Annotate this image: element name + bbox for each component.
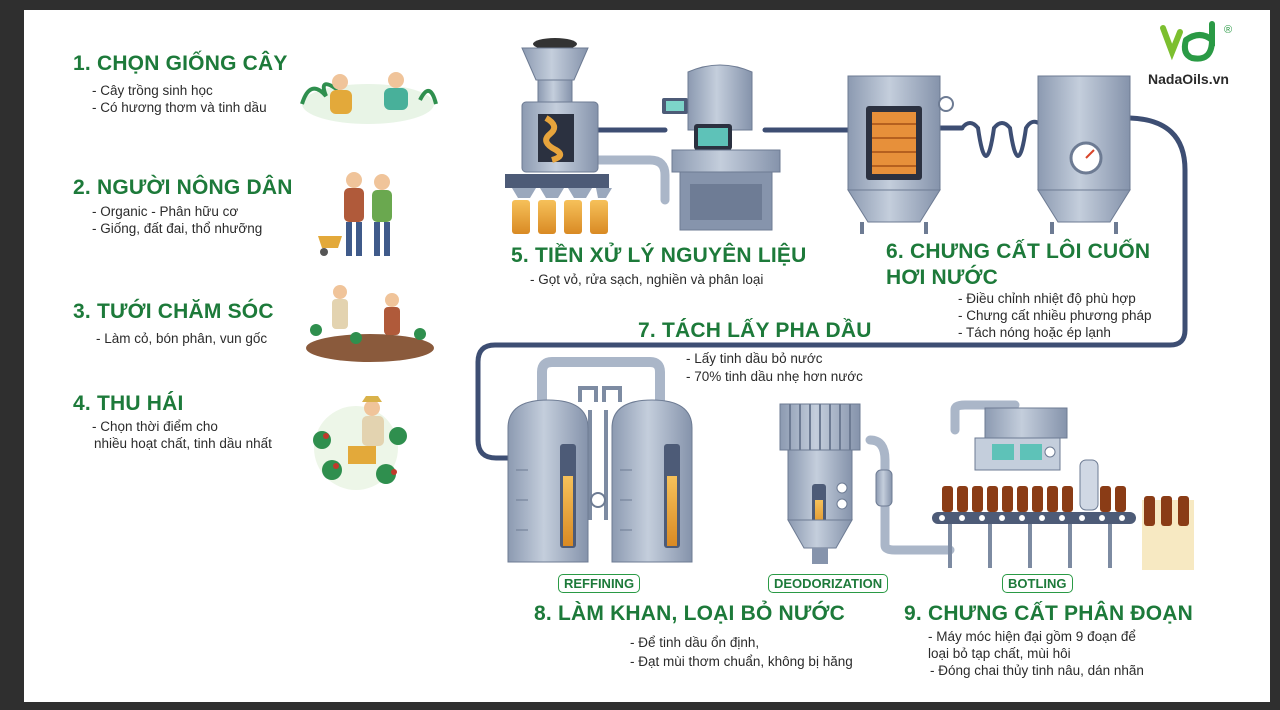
steam-distiller <box>847 75 1131 234</box>
step8-line2: - Đạt mùi thơm chuẩn, không bị hăng <box>630 654 853 669</box>
bottling-line <box>932 407 1194 570</box>
step3-title: 3. TƯỚI CHĂM SÓC <box>73 300 274 323</box>
step4-title: 4. THU HÁI <box>73 392 184 415</box>
brand-registered-mark: ® <box>1224 24 1233 36</box>
step5-title: 5. TIỀN XỬ LÝ NGUYÊN LIỆU <box>511 244 807 267</box>
step7-title: 7. TÁCH LẤY PHA DẦU <box>638 319 872 342</box>
step9-title: 9. CHƯNG CẤT PHÂN ĐOẠN <box>904 602 1193 625</box>
step2-line1: - Organic - Phân hữu cơ <box>92 204 239 219</box>
preprocessing-machine <box>505 38 612 234</box>
nada-logo-icon <box>1160 21 1215 62</box>
refining-label: REFFINING <box>558 574 641 593</box>
step7-line1: - Lấy tinh dầu bỏ nước <box>686 351 823 366</box>
brand-name: NadaOils.vn <box>1148 71 1229 87</box>
step8-title: 8. LÀM KHAN, LOẠI BỎ NƯỚC <box>534 602 845 625</box>
extraction-machine <box>662 64 781 231</box>
step6-line1: - Điều chỉnh nhiệt độ phù hợp <box>958 291 1136 306</box>
step6-title-line2: HƠI NƯỚC <box>886 266 999 289</box>
farmers-illustration <box>318 172 392 256</box>
caring-illustration <box>306 285 434 362</box>
refining-tanks <box>507 357 693 563</box>
step6-line2: - Chưng cất nhiều phương pháp <box>958 308 1152 323</box>
step4-line1: - Chọn thời điểm cho <box>92 419 218 434</box>
step4-line2: nhiều hoạt chất, tinh dầu nhất <box>94 436 272 451</box>
step9-line1: - Máy móc hiện đại gồm 9 đoạn để <box>928 629 1136 644</box>
bottling-label: BOTLING <box>1002 574 1073 593</box>
step5-line1: - Gọt vỏ, rửa sạch, nghiền và phân loại <box>530 272 764 287</box>
pipe-segments <box>593 155 1020 555</box>
step2-line2: - Giống, đất đai, thổ nhưỡng <box>92 221 263 236</box>
step2-title: 2. NGƯỜI NÔNG DÂN <box>73 176 293 199</box>
main-pipe <box>475 115 1188 461</box>
step7-line2: - 70% tinh dầu nhẹ hơn nước <box>686 369 863 384</box>
plant-selection-illustration <box>300 72 438 124</box>
step9-line2: loại bỏ tạp chất, mùi hôi <box>928 646 1071 661</box>
step1-line1: - Cây trồng sinh học <box>92 83 213 98</box>
harvest-illustration <box>313 396 407 490</box>
step1-title: 1. CHỌN GIỐNG CÂY <box>73 52 288 75</box>
deodorization-label: DEODORIZATION <box>768 574 889 593</box>
step6-title-line1: 6. CHƯNG CẤT LÔI CUỐN <box>886 240 1151 263</box>
step1-line2: - Có hương thơm và tinh dầu <box>92 100 267 115</box>
step9-line3: - Đóng chai thủy tinh nâu, dán nhãn <box>930 663 1144 678</box>
step6-line3: - Tách nóng hoặc ép lạnh <box>958 325 1111 340</box>
step8-line1: - Để tinh dầu ổn định, <box>630 635 760 650</box>
step3-line1: - Làm cỏ, bón phân, vun gốc <box>96 331 268 346</box>
deodorization-tower <box>779 403 893 564</box>
